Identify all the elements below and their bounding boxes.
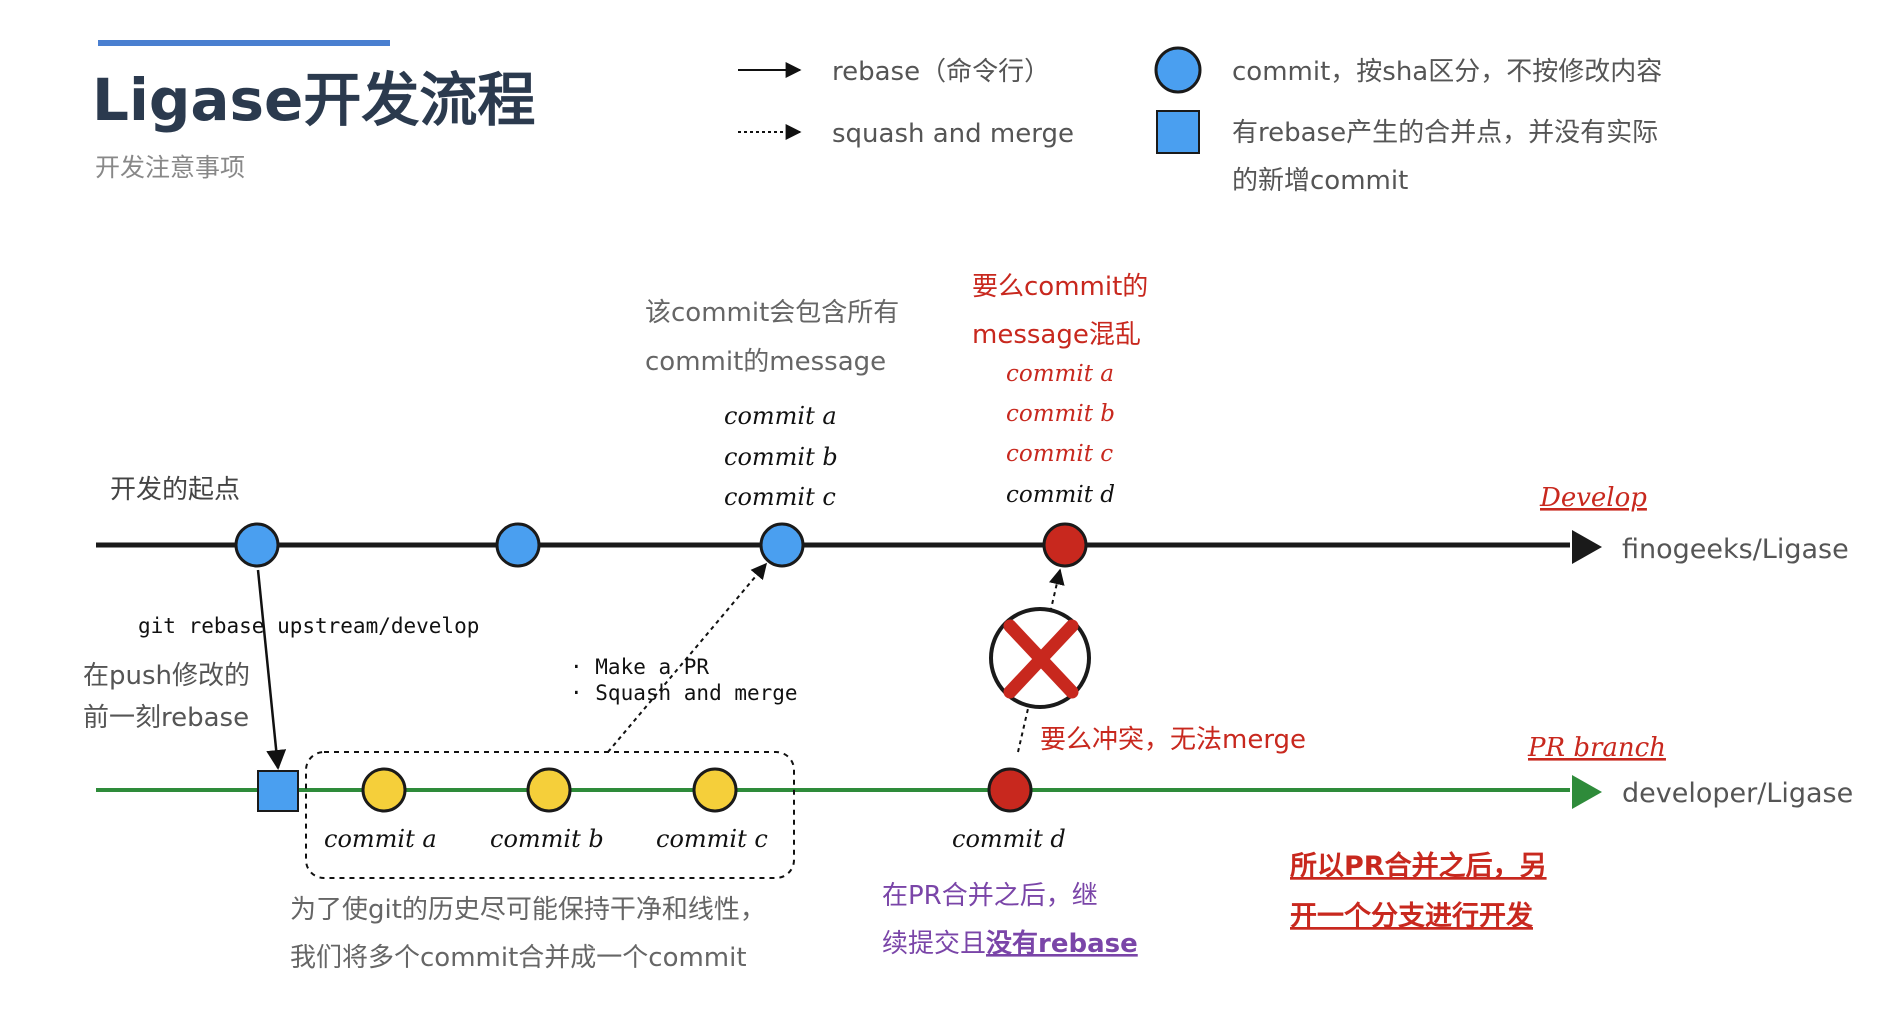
pr-step-make-pr: · Make a PR	[570, 655, 709, 679]
pr-commit-b	[526, 767, 572, 813]
pr-repo-label: developer/Ligase	[1622, 778, 1853, 809]
rebase-merge-point	[257, 770, 299, 812]
title-accent-bar	[98, 40, 390, 46]
legend-commit-label: commit，按sha区分，不按修改内容	[1232, 57, 1662, 87]
rebase-note-line1: 在push修改的	[83, 661, 250, 691]
advice-line2: 开一个分支进行开发	[1290, 900, 1533, 932]
squash-commit-c: commit c	[724, 483, 836, 511]
bad-commit-c: commit c	[1006, 441, 1113, 467]
develop-commit-start	[234, 522, 280, 568]
pr-commit-c	[692, 767, 738, 813]
develop-squashed-commit	[759, 522, 805, 568]
start-label: 开发的起点	[110, 475, 240, 505]
pr-commit-d-label: commit d	[952, 825, 1066, 853]
conflict-note: 要么冲突，无法merge	[1040, 725, 1306, 755]
bad-commit-b: commit b	[1006, 401, 1115, 427]
pr-commit-group-box	[305, 751, 795, 879]
pr-commit-c-label: commit c	[656, 825, 768, 853]
pr-step-squash: · Squash and merge	[570, 681, 798, 705]
linear-note-line2: 我们将多个commit合并成一个commit	[290, 943, 747, 973]
legend-squash-label: squash and merge	[832, 119, 1074, 149]
develop-repo-label: finogeeks/Ligase	[1622, 534, 1849, 565]
squash-note-line2: commit的message	[645, 347, 886, 377]
pr-commit-a-label: commit a	[324, 825, 437, 853]
legend-commit-icon	[1154, 46, 1202, 94]
develop-bad-commit	[1042, 522, 1088, 568]
squash-commit-b: commit b	[724, 443, 838, 471]
pr-commit-a	[361, 767, 407, 813]
no-merge-icon	[989, 607, 1091, 709]
bad-note-line2: message混乱	[972, 320, 1141, 350]
advice-line1: 所以PR合并之后，另	[1290, 850, 1547, 882]
pr-commit-d	[987, 767, 1033, 813]
develop-commit	[495, 522, 541, 568]
legend-merge-point-line2: 的新增commit	[1232, 166, 1408, 196]
blocked-merge-arrow	[1017, 568, 1065, 753]
pr-branch-tag: PR branch	[1527, 733, 1666, 763]
squash-merge-arrow	[607, 562, 768, 753]
bad-commit-d: commit d	[1006, 482, 1115, 508]
rebase-command: git rebase upstream/develop	[138, 614, 479, 638]
continue-note-line2: 续提交且没有rebase	[882, 929, 1138, 959]
pr-arrowhead	[1572, 775, 1602, 809]
legend-merge-point-icon	[1156, 110, 1200, 154]
bad-note-line1: 要么commit的	[972, 272, 1148, 302]
rebase-arrow	[256, 569, 287, 770]
squash-commit-a: commit a	[724, 402, 837, 430]
continue-note-line1: 在PR合并之后，继	[882, 881, 1098, 911]
legend-merge-point-line1: 有rebase产生的合并点，并没有实际	[1232, 118, 1658, 148]
develop-branch-tag: Develop	[1539, 483, 1647, 513]
squash-note-line1: 该commit会包含所有	[645, 298, 899, 328]
linear-note-line1: 为了使git的历史尽可能保持干净和线性，	[290, 895, 766, 925]
page-subtitle: 开发注意事项	[95, 153, 245, 182]
develop-arrowhead	[1572, 530, 1602, 564]
bad-commit-a: commit a	[1006, 361, 1114, 387]
legend-rebase-label: rebase（命令行）	[832, 57, 1050, 87]
page-title: Ligase开发流程	[92, 66, 535, 134]
pr-commit-b-label: commit b	[490, 825, 604, 853]
rebase-note-line2: 前一刻rebase	[83, 703, 249, 733]
